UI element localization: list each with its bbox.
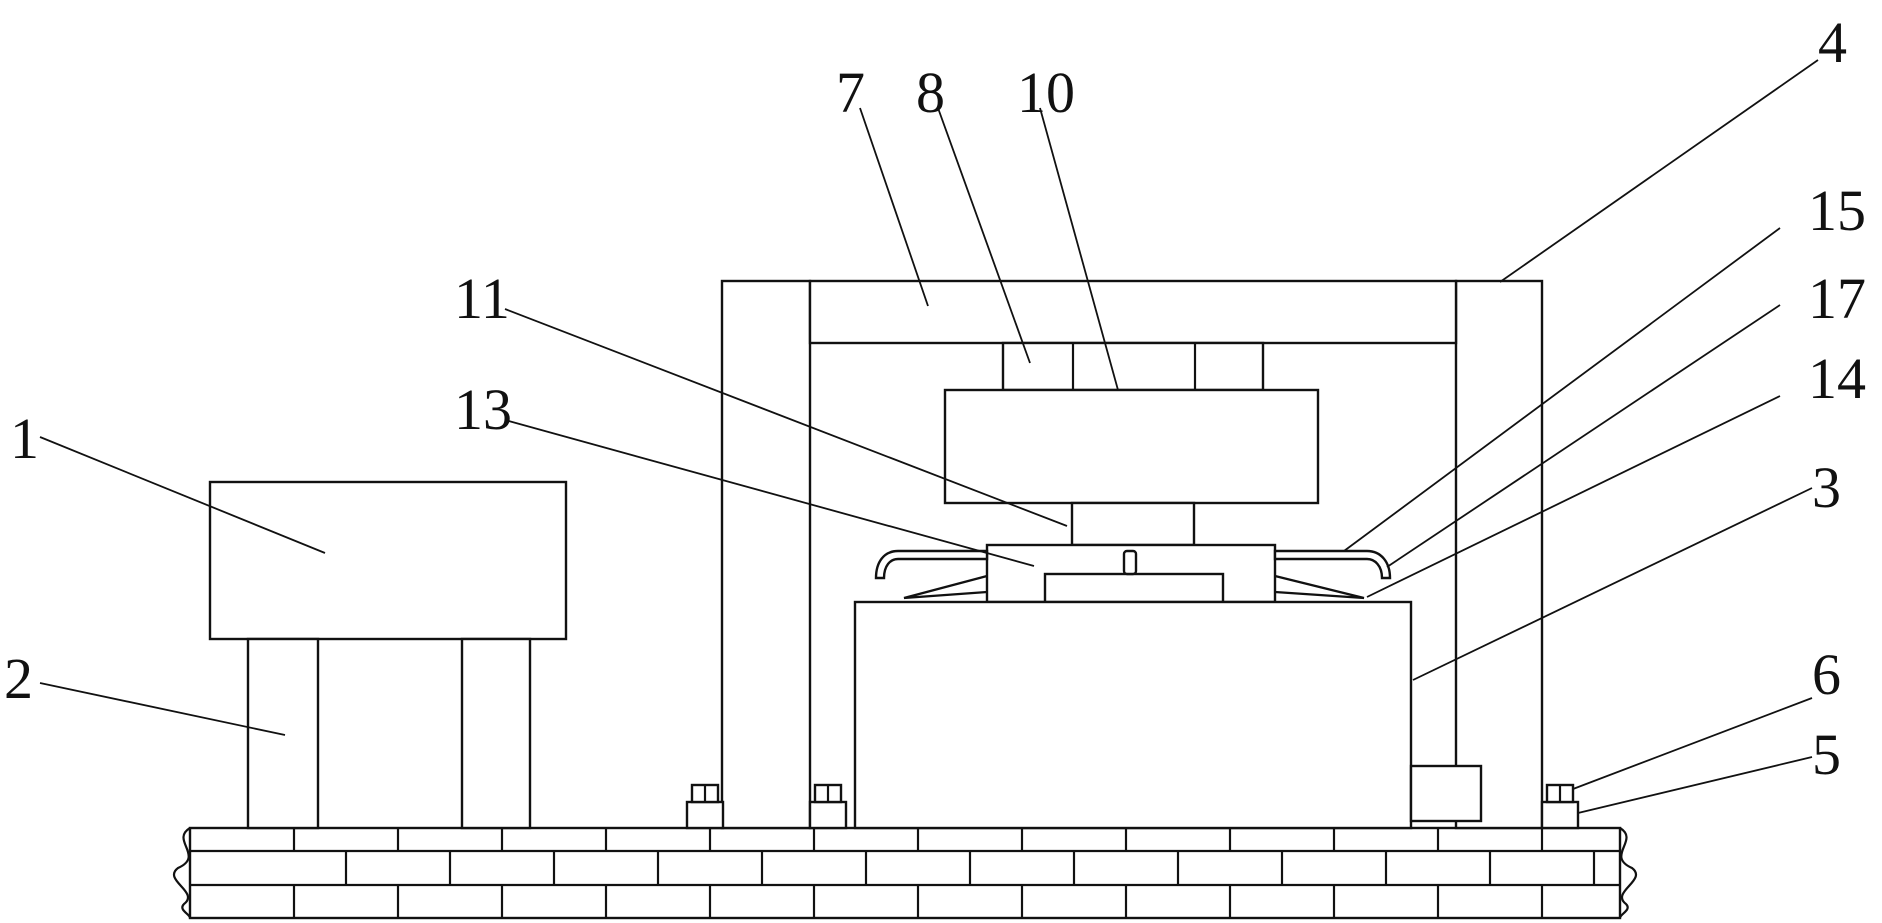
clamp-pin xyxy=(1122,549,1138,576)
leader-15 xyxy=(1343,227,1781,552)
work-table xyxy=(853,600,1483,830)
label-7: 7 xyxy=(836,60,865,125)
anchor-bolts xyxy=(685,783,1580,830)
leader-7 xyxy=(859,107,929,307)
left-blade xyxy=(903,574,988,600)
left-box xyxy=(208,480,568,641)
leader-1 xyxy=(39,436,326,554)
label-10: 10 xyxy=(1017,60,1075,125)
gantry-frame xyxy=(720,279,1544,830)
label-2: 2 xyxy=(4,646,33,711)
label-4: 4 xyxy=(1818,10,1847,75)
left-break-line xyxy=(173,827,192,919)
leader-4 xyxy=(1499,59,1819,283)
leader-lines xyxy=(39,59,1819,814)
bolt-left-base xyxy=(685,800,725,830)
right-blade xyxy=(1274,574,1365,600)
table-box xyxy=(853,600,1413,830)
label-1: 1 xyxy=(10,406,39,471)
leader-11 xyxy=(504,308,1068,527)
bolt-mid-base xyxy=(808,800,848,830)
mount-plate xyxy=(1001,341,1265,392)
leader-3 xyxy=(1412,487,1813,681)
label-13: 13 xyxy=(454,377,512,442)
leader-13 xyxy=(504,419,1035,567)
label-14: 14 xyxy=(1808,346,1866,411)
label-15: 15 xyxy=(1808,178,1866,243)
left-leg-left xyxy=(246,637,320,830)
label-11: 11 xyxy=(454,266,510,331)
right-break-line xyxy=(1618,827,1637,919)
left-arm-tube xyxy=(874,549,989,580)
frame-left-post xyxy=(720,279,812,830)
right-arm-tube xyxy=(1273,549,1392,580)
bolt-right-base xyxy=(1540,800,1580,830)
label-6: 6 xyxy=(1812,642,1841,707)
leader-5 xyxy=(1577,756,1813,814)
brick-wall xyxy=(188,826,1622,920)
label-17: 17 xyxy=(1808,266,1866,331)
label-3: 3 xyxy=(1812,455,1841,520)
side-motor-box xyxy=(1409,764,1483,823)
left-box-unit xyxy=(208,480,568,830)
label-8: 8 xyxy=(916,60,945,125)
leader-8 xyxy=(937,107,1031,364)
leader-2 xyxy=(39,682,286,736)
clamp-plate xyxy=(1043,572,1225,604)
press-assembly xyxy=(874,341,1392,604)
leader-17 xyxy=(1386,304,1781,568)
brick-ground xyxy=(173,826,1637,920)
leader-6 xyxy=(1572,697,1813,790)
frame-top-beam xyxy=(808,279,1458,345)
leader-14 xyxy=(1366,395,1781,598)
frame-right-post xyxy=(1454,279,1544,830)
label-5: 5 xyxy=(1812,722,1841,787)
left-leg-right xyxy=(460,637,532,830)
motor-housing xyxy=(943,388,1320,505)
reference-numerals: 1 2 3 4 5 6 7 8 10 11 13 14 15 17 xyxy=(4,10,1866,787)
leader-10 xyxy=(1039,107,1119,391)
shaft-column xyxy=(1070,501,1196,547)
